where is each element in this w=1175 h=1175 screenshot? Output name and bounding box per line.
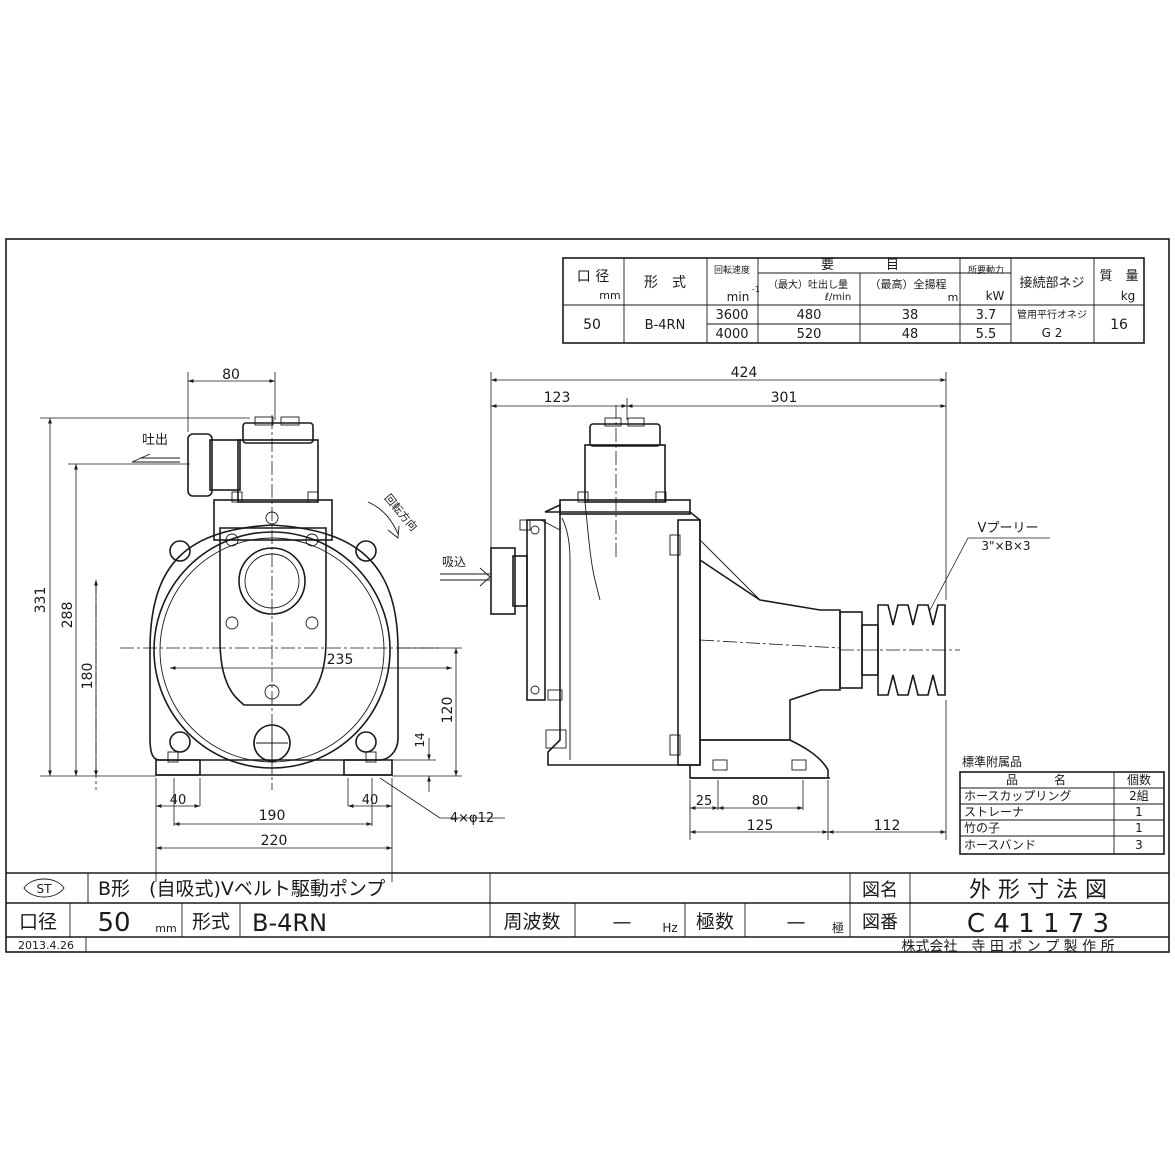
bore-value: 50 xyxy=(97,908,130,938)
freq-value: — xyxy=(613,911,632,933)
spec-header-model: 形 式 xyxy=(644,275,686,291)
pulley-label: Vプーリー xyxy=(978,521,1039,536)
spec-model-value: B-4RN xyxy=(645,318,686,333)
poles-label: 極数 xyxy=(696,911,734,933)
spec-header-power: 所要動力 xyxy=(968,264,1004,276)
accessories-col-name: 品 名 xyxy=(1006,772,1066,787)
dim-front-w-235: 235 xyxy=(327,652,354,668)
spec-thread-value-2: G 2 xyxy=(1042,326,1063,340)
dim-front-h-331: 331 xyxy=(33,587,49,614)
spec-header-speed-unit: min xyxy=(727,290,750,304)
accessory-name-2: ストレーナ xyxy=(964,805,1024,819)
dim-side-w-424: 424 xyxy=(731,365,758,381)
poles-unit: 極 xyxy=(832,920,844,935)
accessory-qty-4: 3 xyxy=(1135,838,1143,852)
product-name: B形 (自吸式)Vベルト駆動ポンプ xyxy=(98,878,385,900)
spec-header-mass-unit: kg xyxy=(1121,289,1136,303)
spec-row2-flow: 520 xyxy=(797,327,822,342)
dim-side-w-112: 112 xyxy=(874,818,901,834)
dim-front-w-40-left: 40 xyxy=(170,793,187,808)
dim-side-w-80: 80 xyxy=(752,794,769,809)
rotation-label: 回転方向 xyxy=(382,491,421,534)
front-dimensions: 80 331 288 180 235 120 14 40 40 190 22 xyxy=(33,367,505,882)
drawing-name: 外 形 寸 法 図 xyxy=(969,878,1107,903)
spec-row1-flow: 480 xyxy=(797,308,822,323)
title-block: ST B形 (自吸式)Vベルト駆動ポンプ 図名 外 形 寸 法 図 口径 50 … xyxy=(5,872,1169,955)
accessory-qty-3: 1 xyxy=(1135,821,1143,835)
pulley-spec: 3"×B×3 xyxy=(981,539,1030,553)
company-name: 株式会社 寺 田 ポ ン プ 製 作 所 xyxy=(901,939,1114,955)
spec-header-speed-unit-exp: -1 xyxy=(752,285,760,294)
dim-front-w-40-right: 40 xyxy=(362,793,379,808)
spec-header-flow: （最大）吐出し量 xyxy=(768,278,848,291)
spec-header-thread: 接続部ネジ xyxy=(1019,275,1084,291)
spec-table: 口 径 mm 形 式 回転速度 min -1 要 目 （最大）吐出し量 ℓ/mi… xyxy=(562,257,1145,344)
discharge-label: 吐出 xyxy=(142,433,168,448)
poles-value: — xyxy=(787,911,806,933)
suction-label: 吸込 xyxy=(442,555,466,569)
dim-front-h-120: 120 xyxy=(440,697,456,724)
accessory-name-1: ホースカップリング xyxy=(964,789,1071,803)
dim-front-h-14: 14 xyxy=(413,732,427,747)
accessory-name-4: ホースバンド xyxy=(964,838,1036,852)
accessory-name-3: 竹の子 xyxy=(964,821,1000,835)
discharge-arrow-icon xyxy=(131,453,180,463)
accessories-table: 標準附属品 品 名 個数 ホースカップリング 2組 ストレーナ 1 竹の子 1 … xyxy=(959,754,1165,855)
dim-side-w-125: 125 xyxy=(747,818,774,834)
spec-row2-head: 48 xyxy=(902,327,919,342)
model-value: B-4RN xyxy=(252,909,327,937)
model-label: 形式 xyxy=(192,911,230,933)
spec-row2-power: 5.5 xyxy=(976,327,997,342)
suction-arrow-icon xyxy=(440,567,491,587)
side-view xyxy=(490,405,960,779)
spec-header-power-unit: kW xyxy=(986,289,1005,303)
freq-label: 周波数 xyxy=(503,911,560,933)
drawing-date: 2013.4.26 xyxy=(18,939,74,952)
spec-header-head: （最高）全揚程 xyxy=(870,277,947,291)
bore-label: 口径 xyxy=(19,911,57,933)
dim-front-w-190: 190 xyxy=(259,808,286,824)
spec-row1-speed: 3600 xyxy=(715,308,748,323)
dim-side-w-301: 301 xyxy=(771,390,798,406)
spec-header-items: 要 目 xyxy=(821,258,899,273)
spec-row2-speed: 4000 xyxy=(715,327,748,342)
side-dimensions: 424 123 301 25 80 125 112 xyxy=(490,365,947,840)
accessories-title: 標準附属品 xyxy=(962,754,1022,769)
accessory-qty-1: 2組 xyxy=(1129,789,1149,803)
freq-unit: Hz xyxy=(662,921,677,935)
spec-header-speed: 回転速度 xyxy=(714,264,750,276)
dim-side-w-123: 123 xyxy=(544,390,571,406)
dim-front-top-80: 80 xyxy=(222,367,240,383)
spec-bore-value: 50 xyxy=(583,317,601,333)
drawing-name-label: 図名 xyxy=(862,880,898,901)
spec-header-mass: 質 量 xyxy=(1099,269,1138,284)
company-logo-text: ST xyxy=(37,882,53,896)
spec-header-bore-unit: mm xyxy=(599,289,620,302)
drawing-no: C 4 1 1 7 3 xyxy=(967,909,1109,939)
company-logo: ST xyxy=(23,878,65,898)
drawing-no-label: 図番 xyxy=(862,912,898,933)
spec-header-head-unit: m xyxy=(948,291,959,304)
spec-row1-head: 38 xyxy=(902,308,919,323)
accessories-col-qty: 個数 xyxy=(1127,772,1151,787)
spec-header-flow-unit: ℓ/min xyxy=(825,292,851,303)
dim-front-h-180: 180 xyxy=(80,663,96,690)
dim-front-h-288: 288 xyxy=(60,602,76,629)
spec-thread-value-1: 管用平行オネジ xyxy=(1017,308,1087,321)
spec-mass-value: 16 xyxy=(1110,317,1128,333)
rotation-arrow-icon xyxy=(367,501,400,539)
dim-front-holes: 4×φ12 xyxy=(450,811,494,826)
dim-front-w-220: 220 xyxy=(261,833,288,849)
dim-side-w-25: 25 xyxy=(696,794,713,809)
accessory-qty-2: 1 xyxy=(1135,805,1143,819)
drawing-frame xyxy=(5,238,1170,953)
front-view xyxy=(95,415,440,790)
spec-row1-power: 3.7 xyxy=(976,308,997,323)
spec-header-bore: 口 径 xyxy=(577,269,609,285)
bore-unit: mm xyxy=(155,922,176,935)
